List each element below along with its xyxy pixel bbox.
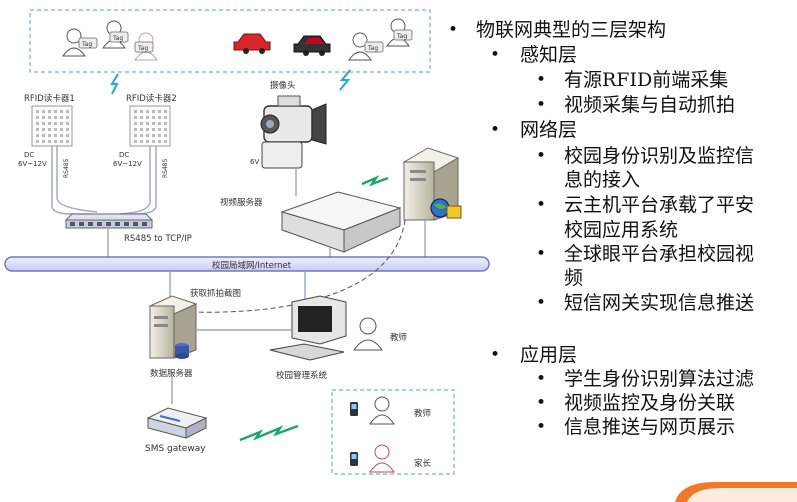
data-server-icon [148,295,198,359]
bullet-icon: • [536,195,547,215]
perception-item: 视频采集与自动抓拍 [564,94,736,116]
slide-corner-decoration [675,482,797,502]
dc-label: DC [119,151,129,159]
application-layer-heading: 应用层 [520,344,578,366]
car-icon [233,33,271,54]
capture-label: 获取抓拍截图 [190,288,241,299]
network-item-cont: 频 [564,267,584,289]
bullet-icon: • [448,20,459,40]
rfid-reader-2-label: RFID读卡器2 [126,93,177,104]
network-layer-heading: 网络层 [520,119,578,141]
camera-voltage-label: 6V [250,158,259,166]
campus-mgmt-label: 校园管理系统 [276,370,328,381]
bullet-icon: • [536,95,547,115]
rfid-reader-1 [31,105,73,147]
tag-label: Tag [367,45,378,52]
tag-label: Tag [137,45,148,52]
application-item: 视频监控及身份关联 [564,392,736,414]
parent-person-icon [369,444,395,473]
bullet-icon: • [490,345,501,365]
tagged-person-icon: Tag [386,18,413,47]
bullet-icon: • [536,369,547,389]
network-item-cont: 校园应用系统 [564,219,679,241]
network-item-cont: 息的接入 [564,169,641,191]
tagged-person-icon: Tag [348,32,384,61]
rfid-reader-2 [129,105,171,147]
wireless-signal-icon [110,73,119,95]
bullet-icon: • [536,393,547,413]
computer-icon [269,295,347,361]
bullet-icon: • [536,70,547,90]
tag-label: Tag [81,41,92,48]
bullet-icon: • [536,244,547,264]
tagged-person-icon: Tag [102,20,129,49]
wireless-signal-icon [239,424,299,442]
dc-label: DC [24,151,34,159]
tagged-person-icon: Tag [62,28,98,57]
perception-layer-heading: 感知层 [520,44,578,66]
network-label: 校园局域网/Internet [212,260,292,271]
sms-gateway-icon [146,407,208,439]
video-server-box [280,191,402,253]
application-item: 学生身份识别算法过滤 [564,368,755,390]
car-icon [293,35,331,56]
teacher-label-2: 教师 [414,408,432,419]
rs485-label: RS485 [162,158,169,178]
bullet-icon: • [536,293,547,313]
bullet-icon: • [536,146,547,166]
bullet-icon: • [490,120,501,140]
rs485-label: RS485 [63,158,70,178]
tag-label: Tag [396,33,407,40]
tag-area-frame [29,9,431,73]
video-camera-icon [260,95,327,169]
parent-label: 家长 [414,458,432,469]
application-server-icon [402,147,462,221]
tag-label: Tag [112,35,123,42]
network-item: 校园身份识别及监控信 [564,145,755,167]
capture-flow-line [189,219,406,313]
voltage-label: 6V~12V [18,160,47,168]
wireless-signal-icon [361,175,389,187]
perception-item: 有源RFID前端采集 [564,69,729,91]
network-item: 云主机平台承载了平安 [564,194,755,216]
video-server-label: 视频服务器 [220,197,263,208]
tagged-person-icon: Tag [134,32,158,61]
sms-gateway-label: SMS gateway [145,444,206,454]
rfid-reader-1-label: RFID读卡器1 [24,93,75,104]
rs485-converter [64,213,154,229]
network-item: 短信网关实现信息推送 [564,292,755,314]
data-server-label: 数据服务器 [150,368,193,379]
bullet-icon: • [536,417,547,437]
teacher-label: 教师 [390,332,408,343]
campus-network-bus [4,256,490,272]
mobile-phone-icon [350,452,358,466]
mobile-phone-icon [350,402,358,416]
converter-label: RS485 to TCP/IP [124,234,192,244]
teacher-person-icon [369,396,395,425]
camera-label: 摄像头 [270,80,296,91]
application-item: 信息推送与网页展示 [564,416,736,438]
teacher-person-icon [353,317,383,351]
network-item: 全球眼平台承担校园视 [564,243,755,265]
voltage-label: 6V~12V [113,160,142,168]
mobile-recipients-frame [331,389,455,475]
outline-title: 物联网典型的三层架构 [476,19,667,41]
bullet-icon: • [490,45,501,65]
wireless-signal-icon [339,69,351,91]
